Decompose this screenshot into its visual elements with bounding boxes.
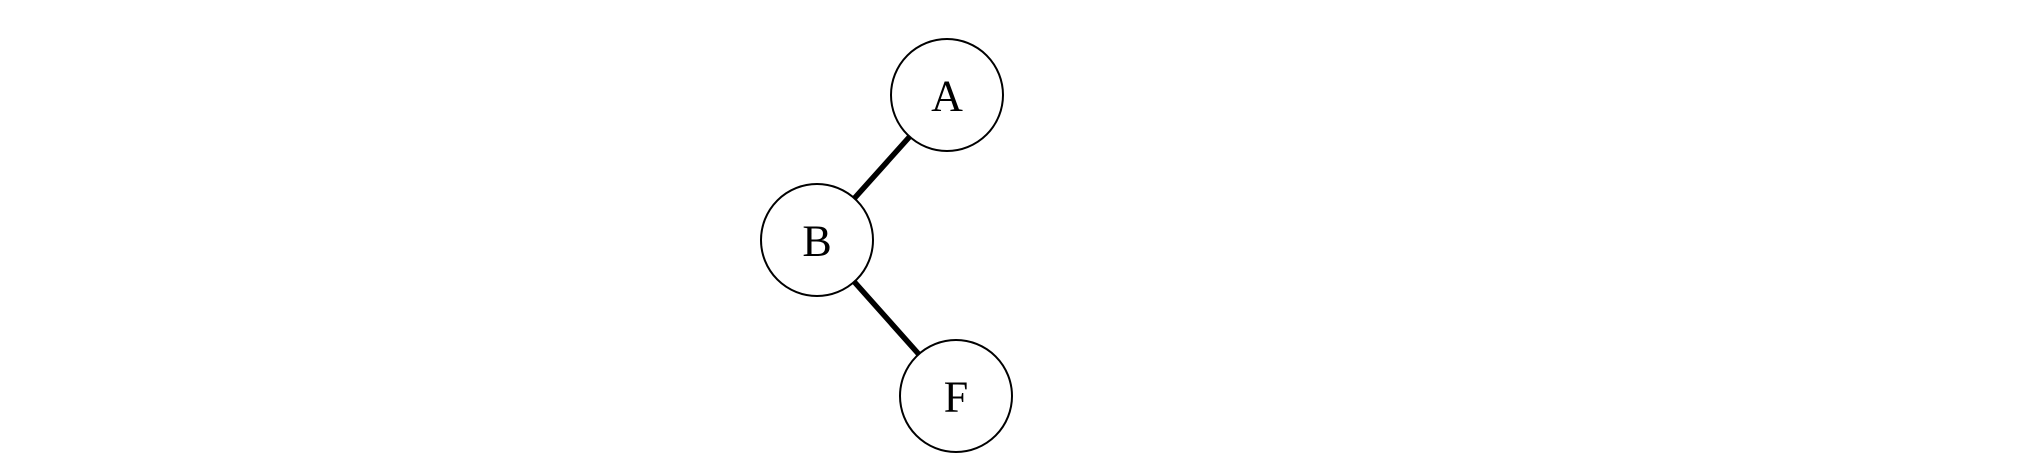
graph-node-a[interactable]: A <box>890 38 1004 152</box>
graph-node-label-a: A <box>931 72 963 121</box>
edge-layer <box>852 134 921 357</box>
graph-edge-a-b[interactable] <box>852 134 912 201</box>
graph-edge-b-f[interactable] <box>852 279 921 357</box>
graph-node-circle-a[interactable] <box>890 38 1004 152</box>
graph-node-b[interactable]: B <box>760 183 874 297</box>
graph-node-circle-b[interactable] <box>760 183 874 297</box>
graph-node-label-b: B <box>802 217 831 266</box>
graph-node-f[interactable]: F <box>899 339 1013 453</box>
node-layer: A B F <box>760 38 1013 453</box>
graph-node-circle-f[interactable] <box>899 339 1013 453</box>
graph-node-label-f: F <box>944 373 968 422</box>
